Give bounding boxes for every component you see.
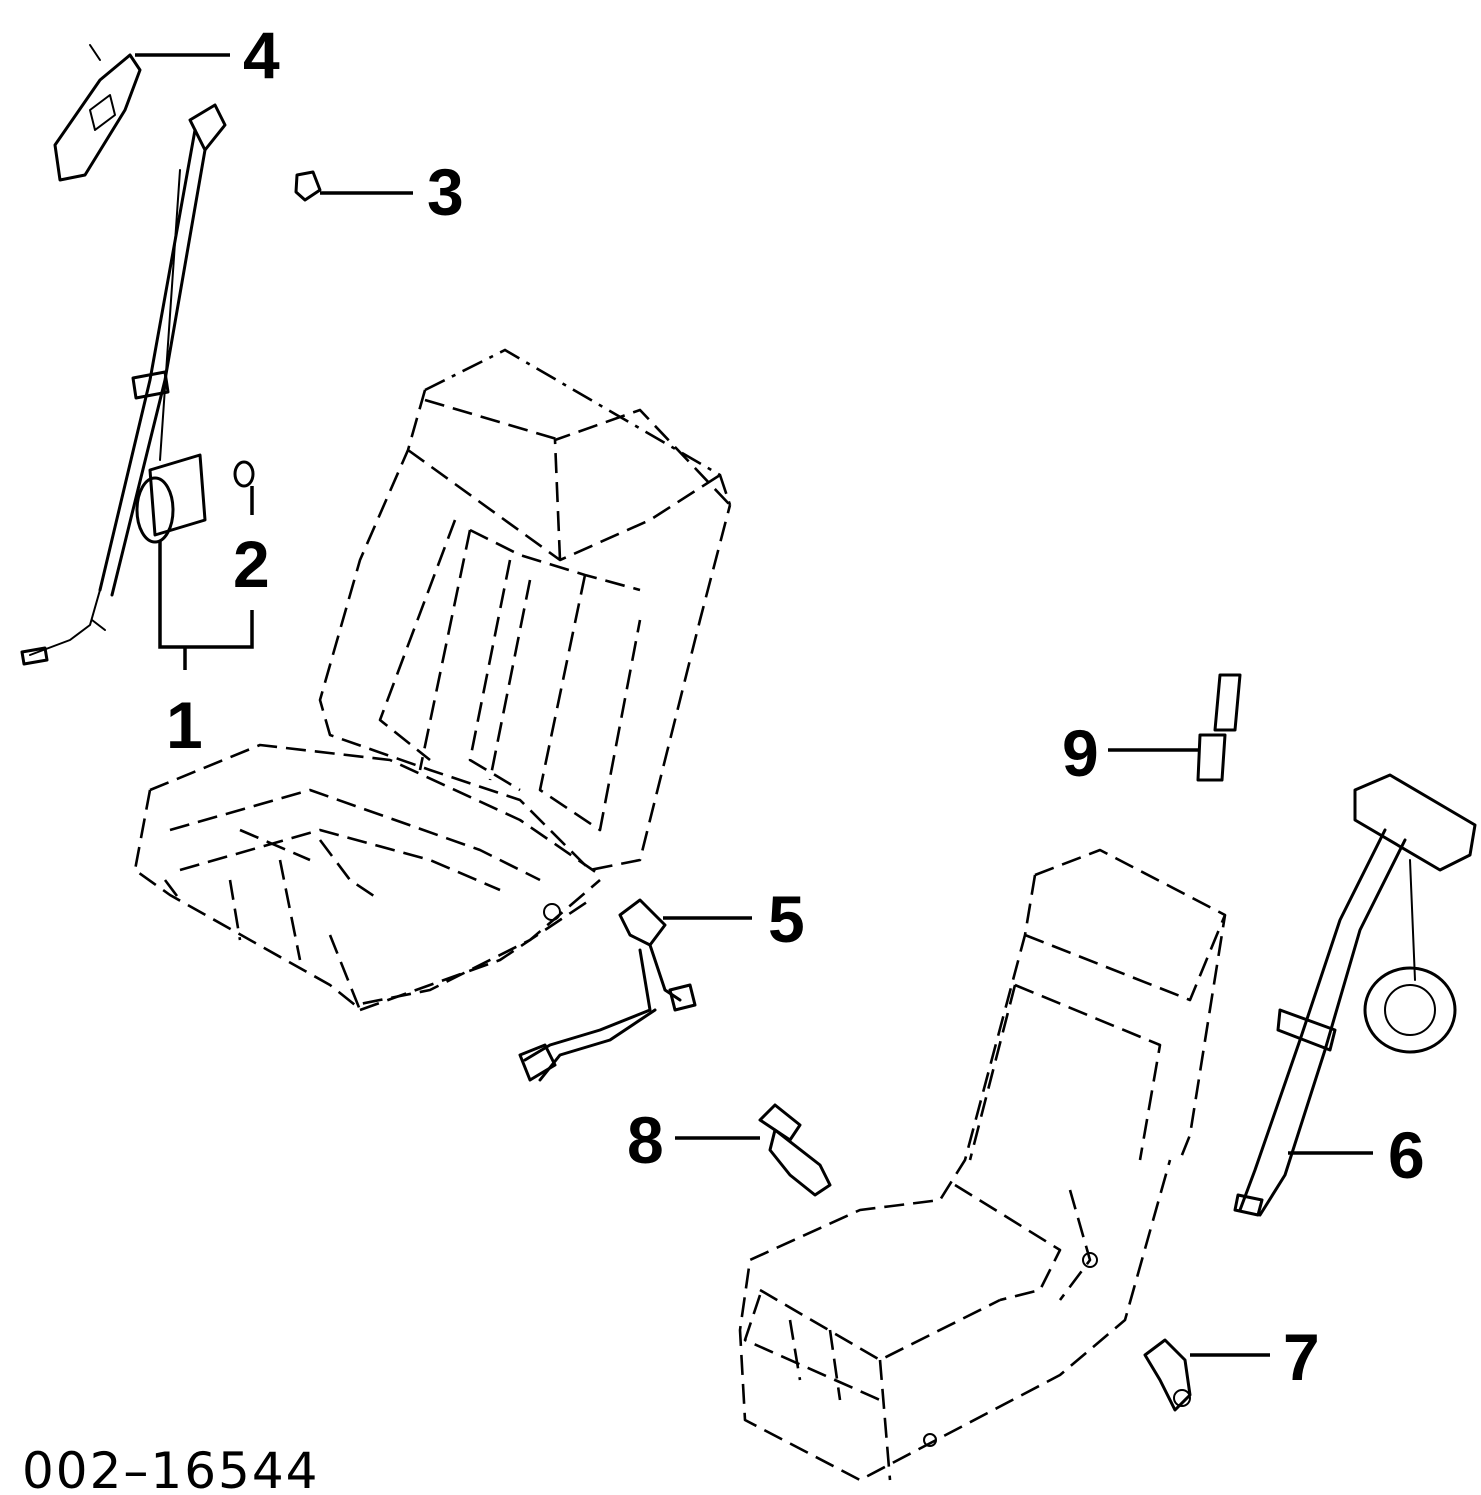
leader-lines — [135, 53, 1373, 1357]
callout-4: 4 — [243, 18, 280, 92]
rear-seat-outline — [738, 848, 1227, 1482]
callout-3: 3 — [427, 155, 464, 229]
front-seat-outline — [133, 348, 732, 1012]
part-7-buckle — [1143, 1338, 1192, 1412]
callout-1: 1 — [166, 688, 203, 762]
part-3-clip — [294, 170, 322, 202]
callout-9: 9 — [1062, 716, 1099, 790]
document-number: 002–16544 — [22, 1442, 320, 1495]
part-9-tongue — [1196, 673, 1242, 782]
callout-6: 6 — [1388, 1118, 1425, 1192]
part-4-trim-cover — [53, 44, 142, 182]
part-2-plug — [233, 460, 255, 488]
part-5-buckle — [518, 898, 697, 1082]
part-6-rear-belt-assembly — [1233, 773, 1477, 1217]
part-1-front-belt-assembly — [20, 103, 227, 666]
callout-numbers: 4 3 2 1 9 5 8 6 7 — [166, 18, 1425, 1394]
callout-7: 7 — [1283, 1320, 1320, 1394]
callout-2: 2 — [233, 527, 270, 601]
part-8-buckle — [758, 1103, 832, 1197]
callout-8: 8 — [627, 1103, 664, 1177]
callout-5: 5 — [768, 882, 805, 956]
